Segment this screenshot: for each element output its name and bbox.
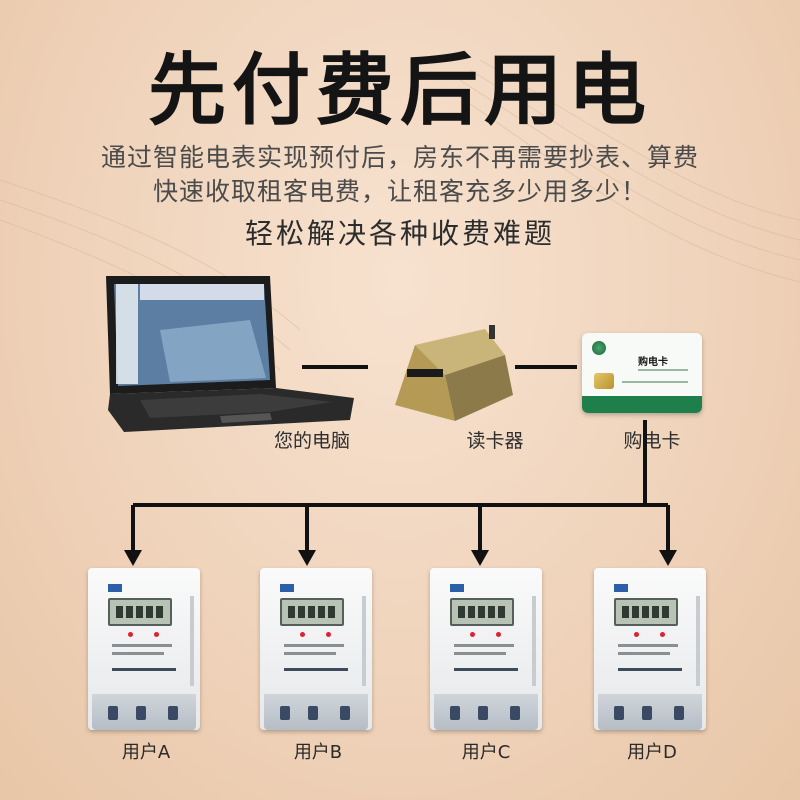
indicator-led xyxy=(634,632,639,637)
meter-user-a xyxy=(88,568,200,730)
card-text-line xyxy=(622,381,688,383)
page-title: 先付费后用电 xyxy=(147,46,652,136)
purchase-card: 购电卡 xyxy=(582,333,702,413)
indicator-led xyxy=(326,632,331,637)
brand-logo-icon xyxy=(108,584,122,592)
grid-logo-icon xyxy=(592,341,606,355)
chip-icon xyxy=(594,373,614,389)
indicator-led xyxy=(154,632,159,637)
connector-line xyxy=(515,365,577,369)
description-line-1: 通过智能电表实现预付后，房东不再需要抄表、算费 xyxy=(100,143,699,172)
user-label-c: 用户C xyxy=(461,742,511,763)
tagline: 轻松解决各种收费难题 xyxy=(244,217,555,250)
indicator-led xyxy=(496,632,501,637)
meter-user-b xyxy=(260,568,372,730)
lcd-display xyxy=(280,598,344,626)
label-card: 购电卡 xyxy=(623,430,681,452)
card-strip xyxy=(582,396,702,413)
user-label-b: 用户B xyxy=(293,742,343,763)
indicator-led xyxy=(660,632,665,637)
lcd-display xyxy=(614,598,678,626)
connector-line xyxy=(302,365,368,369)
user-label-a: 用户A xyxy=(121,742,171,763)
card-title: 购电卡 xyxy=(638,357,668,368)
lcd-display xyxy=(108,598,172,626)
meter-user-c xyxy=(430,568,542,730)
label-reader: 读卡器 xyxy=(466,430,524,452)
brand-logo-icon xyxy=(614,584,628,592)
label-computer: 您的电脑 xyxy=(273,430,350,452)
lcd-display xyxy=(450,598,514,626)
brand-logo-icon xyxy=(280,584,294,592)
indicator-led xyxy=(300,632,305,637)
card-text-line xyxy=(638,369,688,371)
brand-logo-icon xyxy=(450,584,464,592)
description-line-2: 快速收取租客电费，让租客充多少用多少！ xyxy=(152,177,647,206)
indicator-led xyxy=(128,632,133,637)
meter-user-d xyxy=(594,568,706,730)
indicator-led xyxy=(470,632,475,637)
laptop-illustration xyxy=(106,276,354,432)
card-reader-illustration xyxy=(395,325,513,421)
user-label-d: 用户D xyxy=(627,742,677,763)
